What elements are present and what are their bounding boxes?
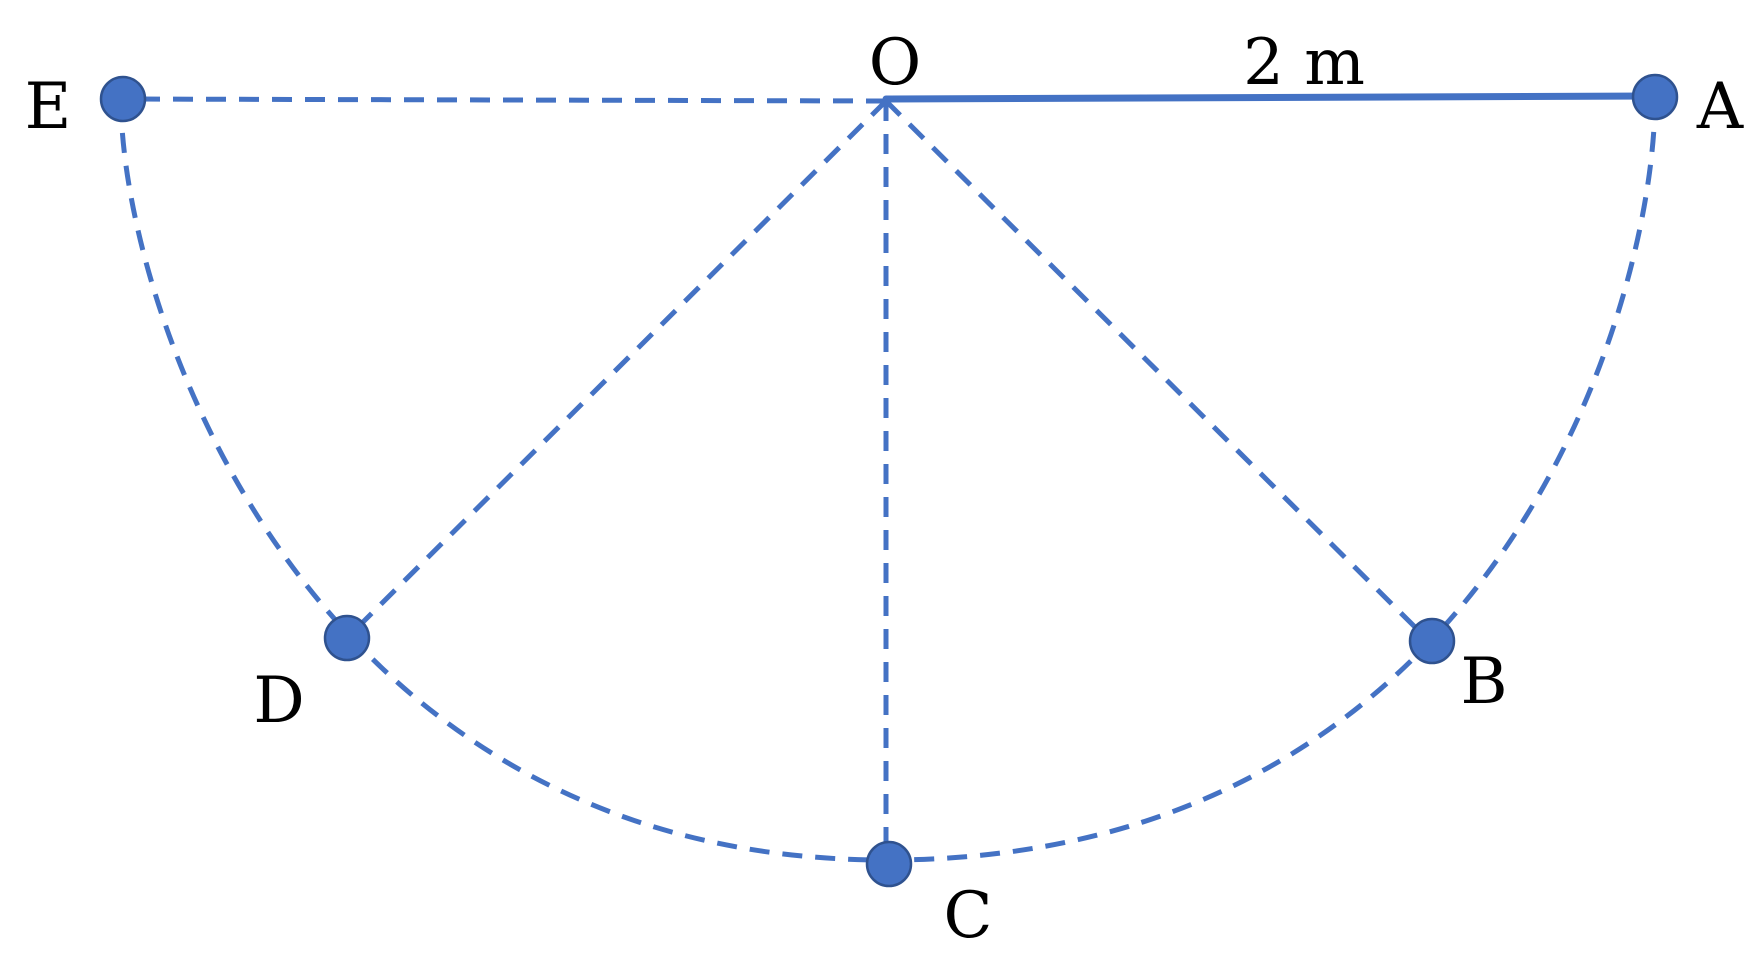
label-C: C	[944, 879, 993, 953]
label-A: A	[1696, 70, 1744, 144]
point-E-node	[99, 75, 147, 123]
radius-line-OE	[120, 96, 887, 104]
point-B-node	[1408, 617, 1456, 665]
label-D: D	[253, 664, 304, 738]
label-B: B	[1460, 645, 1507, 719]
point-C-node	[865, 840, 913, 888]
label-O: O	[869, 26, 921, 100]
radius-line-OD	[345, 99, 888, 640]
label-E: E	[25, 70, 72, 144]
rod-OA	[882, 92, 1659, 103]
radius-line-OB	[884, 99, 1428, 640]
point-A-node	[1631, 73, 1679, 121]
label-rod-length: 2 m	[1243, 26, 1365, 100]
point-D-node	[323, 614, 371, 662]
